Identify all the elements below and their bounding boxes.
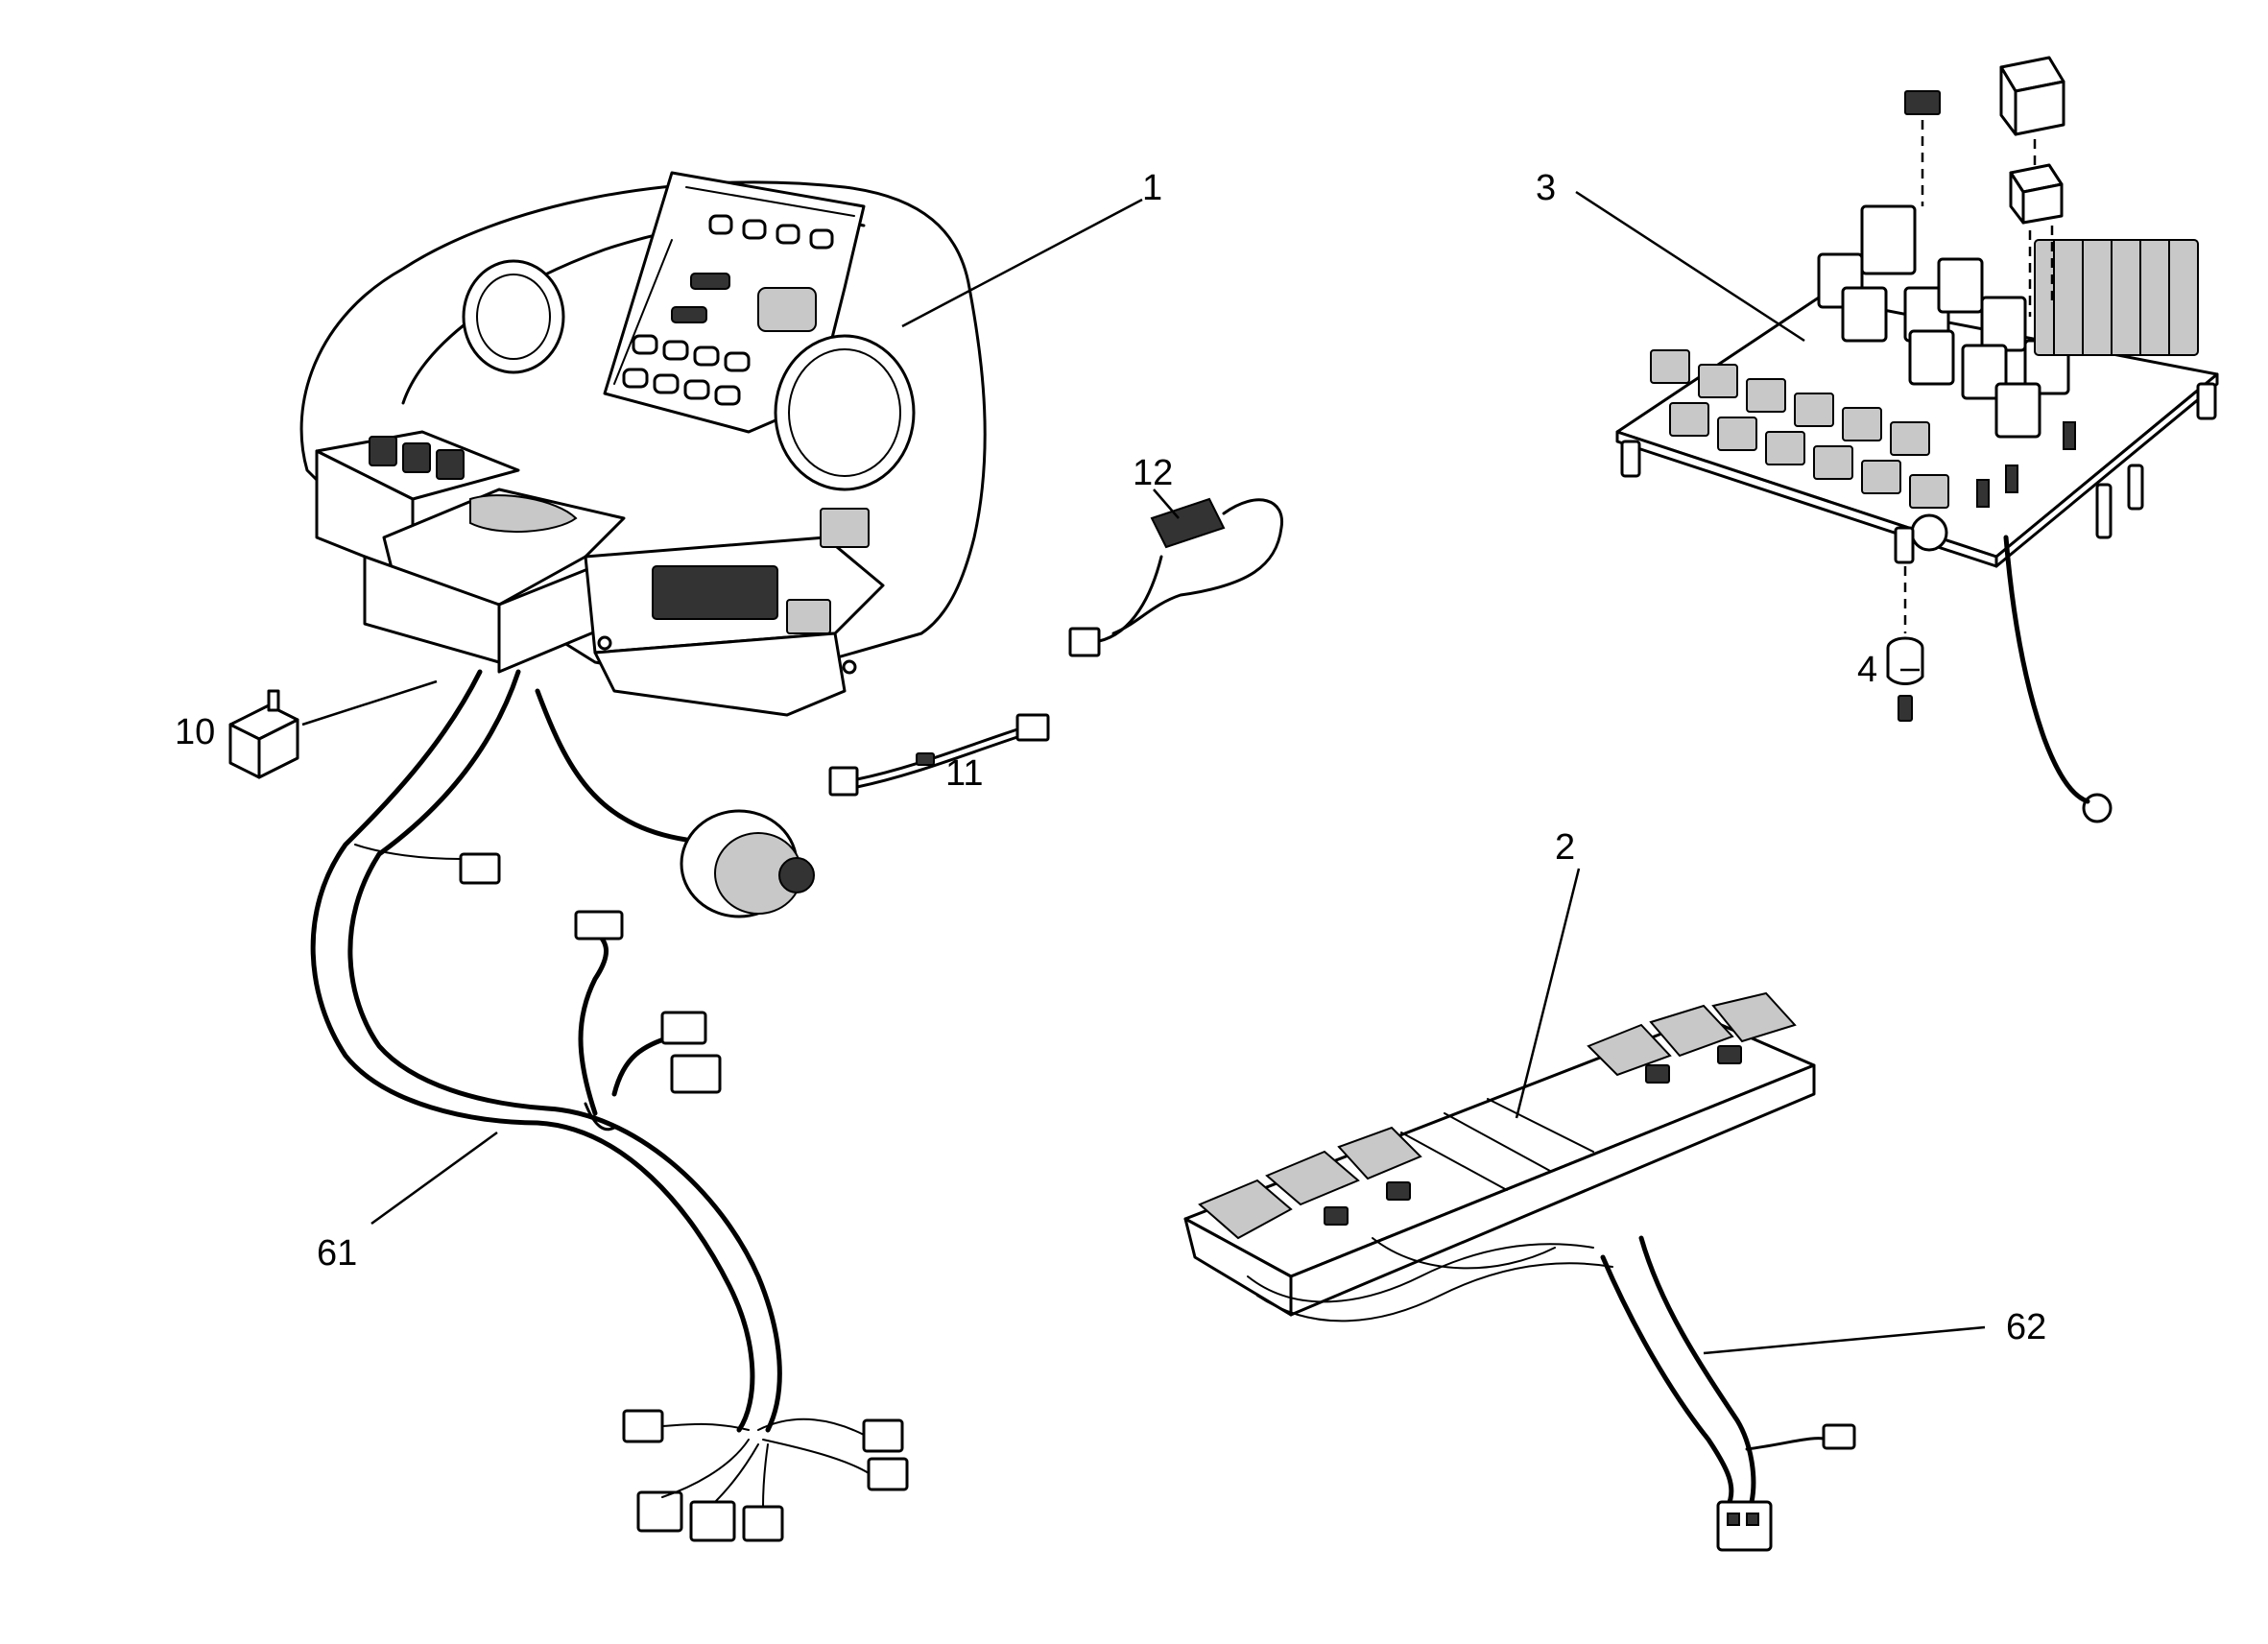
dashboard-assembly (299, 171, 987, 717)
right-gauge (774, 334, 916, 491)
exploded-fuse-and-relays (1904, 56, 2065, 317)
callout-4: 4 (1857, 650, 1877, 690)
callout-12: 12 (1133, 453, 1173, 493)
callout-61: 61 (317, 1233, 357, 1274)
callout-3: 3 (1536, 168, 1556, 208)
callout-11: 11 (945, 753, 983, 794)
leader-lines (301, 190, 1986, 1355)
rocker-switches (1198, 991, 1797, 1240)
adapter-cable-11 (828, 713, 1050, 797)
main-harness (310, 669, 909, 1542)
callout-2: 2 (1555, 827, 1575, 868)
callout-1: 1 (1142, 168, 1162, 208)
spacer-4 (1886, 566, 1924, 722)
callout-62: 62 (2006, 1307, 2046, 1347)
relay-grid (1650, 204, 2199, 552)
resistor-module-12 (1068, 497, 1284, 657)
callout-10: 10 (175, 712, 215, 752)
switch-panel (1183, 991, 1816, 1322)
ignition-switch (535, 688, 815, 918)
harness-end-connectors (622, 1409, 909, 1542)
left-gauge (462, 259, 565, 374)
callout-labels: 1 2 3 4 10 11 12 61 62 (175, 168, 2046, 1347)
left-rocker-switches (369, 436, 465, 480)
fuse-relay-board (1615, 56, 2219, 823)
indicator-lamps (622, 214, 834, 406)
switch-harness (1600, 1235, 1856, 1552)
relay-10 (228, 689, 299, 779)
